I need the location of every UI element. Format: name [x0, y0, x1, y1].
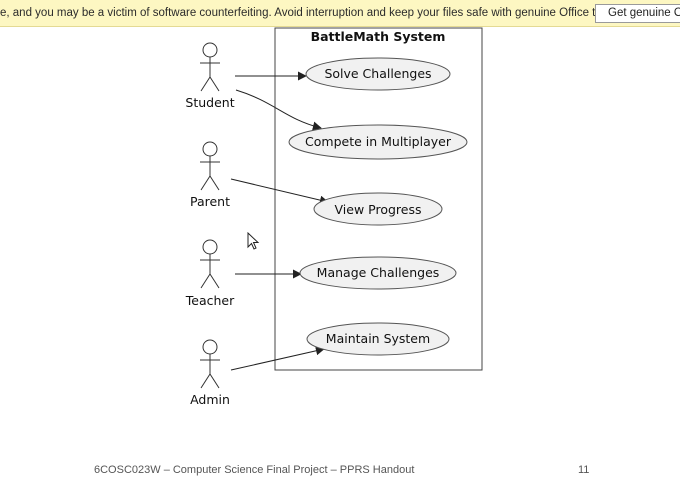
actor-student [200, 42, 220, 92]
use-case-label-solve-challenges: Solve Challenges [324, 66, 431, 81]
association-parent-view-progress [230, 178, 329, 205]
actor-label-teacher: Teacher [185, 293, 235, 308]
actor-teacher [200, 239, 220, 289]
actor-admin [200, 339, 220, 389]
association-student-compete [235, 89, 322, 131]
notification-bar: e, and you may be a victim of software c… [0, 0, 680, 27]
use-case-label-compete-multiplayer: Compete in Multiplayer [305, 134, 452, 149]
use-case-label-manage-challenges: Manage Challenges [317, 265, 440, 280]
association-admin-maintain-system [230, 346, 325, 371]
footer-course-text: 6COSC023W – Computer Science Final Proje… [94, 464, 415, 476]
use-case-maintain-system [306, 322, 450, 356]
use-case-diagram: BattleMath System Student Parent Teacher [185, 27, 483, 407]
actor-parent [200, 141, 220, 191]
mouse-pointer-icon [247, 232, 260, 250]
use-case-compete-multiplayer [288, 124, 468, 160]
use-case-label-maintain-system: Maintain System [326, 331, 430, 346]
use-case-label-view-progress: View Progress [335, 202, 422, 217]
actor-label-student: Student [185, 95, 234, 110]
system-title: BattleMath System [311, 29, 446, 44]
footer-page-number: 11 [578, 464, 590, 476]
use-case-solve-challenges [305, 57, 451, 91]
use-case-manage-challenges [299, 256, 457, 290]
actor-label-admin: Admin [190, 392, 230, 407]
get-genuine-office-button[interactable]: Get genuine Office [595, 4, 680, 23]
notification-message: e, and you may be a victim of software c… [0, 7, 623, 19]
use-case-view-progress [313, 192, 443, 226]
slide: BattleMath System Student Parent Teacher [0, 27, 680, 492]
actor-label-parent: Parent [190, 194, 230, 209]
